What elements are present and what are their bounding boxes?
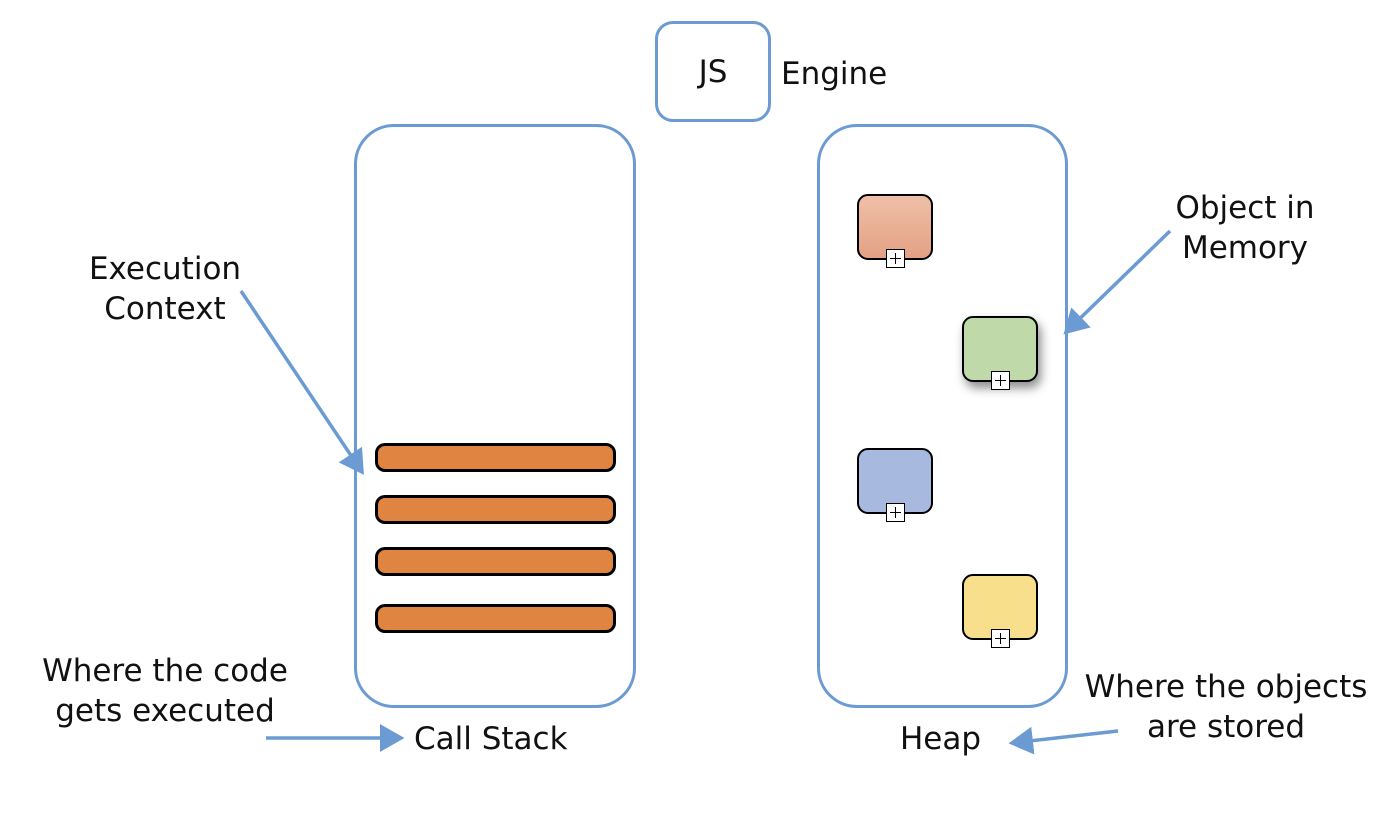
execution-context-bar bbox=[375, 495, 616, 524]
heap-label: Heap bbox=[900, 721, 982, 757]
execution-context-bar bbox=[375, 547, 616, 576]
expand-icon bbox=[886, 249, 905, 268]
object-in-memory-label: Object in Memory bbox=[1175, 190, 1315, 266]
execution-context-bar bbox=[375, 604, 616, 633]
js-engine-box: JS bbox=[655, 21, 771, 122]
call-stack-description: Where the code gets executed bbox=[42, 653, 288, 729]
expand-icon bbox=[991, 371, 1010, 390]
execution-context-arrow bbox=[239, 290, 364, 475]
object-blue bbox=[857, 448, 933, 522]
object-yellow bbox=[962, 574, 1038, 648]
engine-label: Engine bbox=[781, 56, 888, 92]
heap-description: Where the objects are stored bbox=[1084, 669, 1368, 745]
call-stack-label: Call Stack bbox=[414, 721, 568, 757]
expand-icon bbox=[886, 503, 905, 522]
object-green bbox=[962, 316, 1038, 390]
expand-icon bbox=[991, 629, 1010, 648]
js-label: JS bbox=[698, 53, 728, 90]
call-stack-container bbox=[354, 124, 636, 708]
object-salmon bbox=[857, 194, 933, 268]
execution-context-label: Execution Context bbox=[88, 251, 242, 327]
execution-context-bar bbox=[375, 443, 616, 472]
heap-container bbox=[817, 124, 1068, 708]
heap-arrow bbox=[1008, 726, 1119, 755]
object-in-memory-arrow bbox=[1063, 229, 1172, 335]
